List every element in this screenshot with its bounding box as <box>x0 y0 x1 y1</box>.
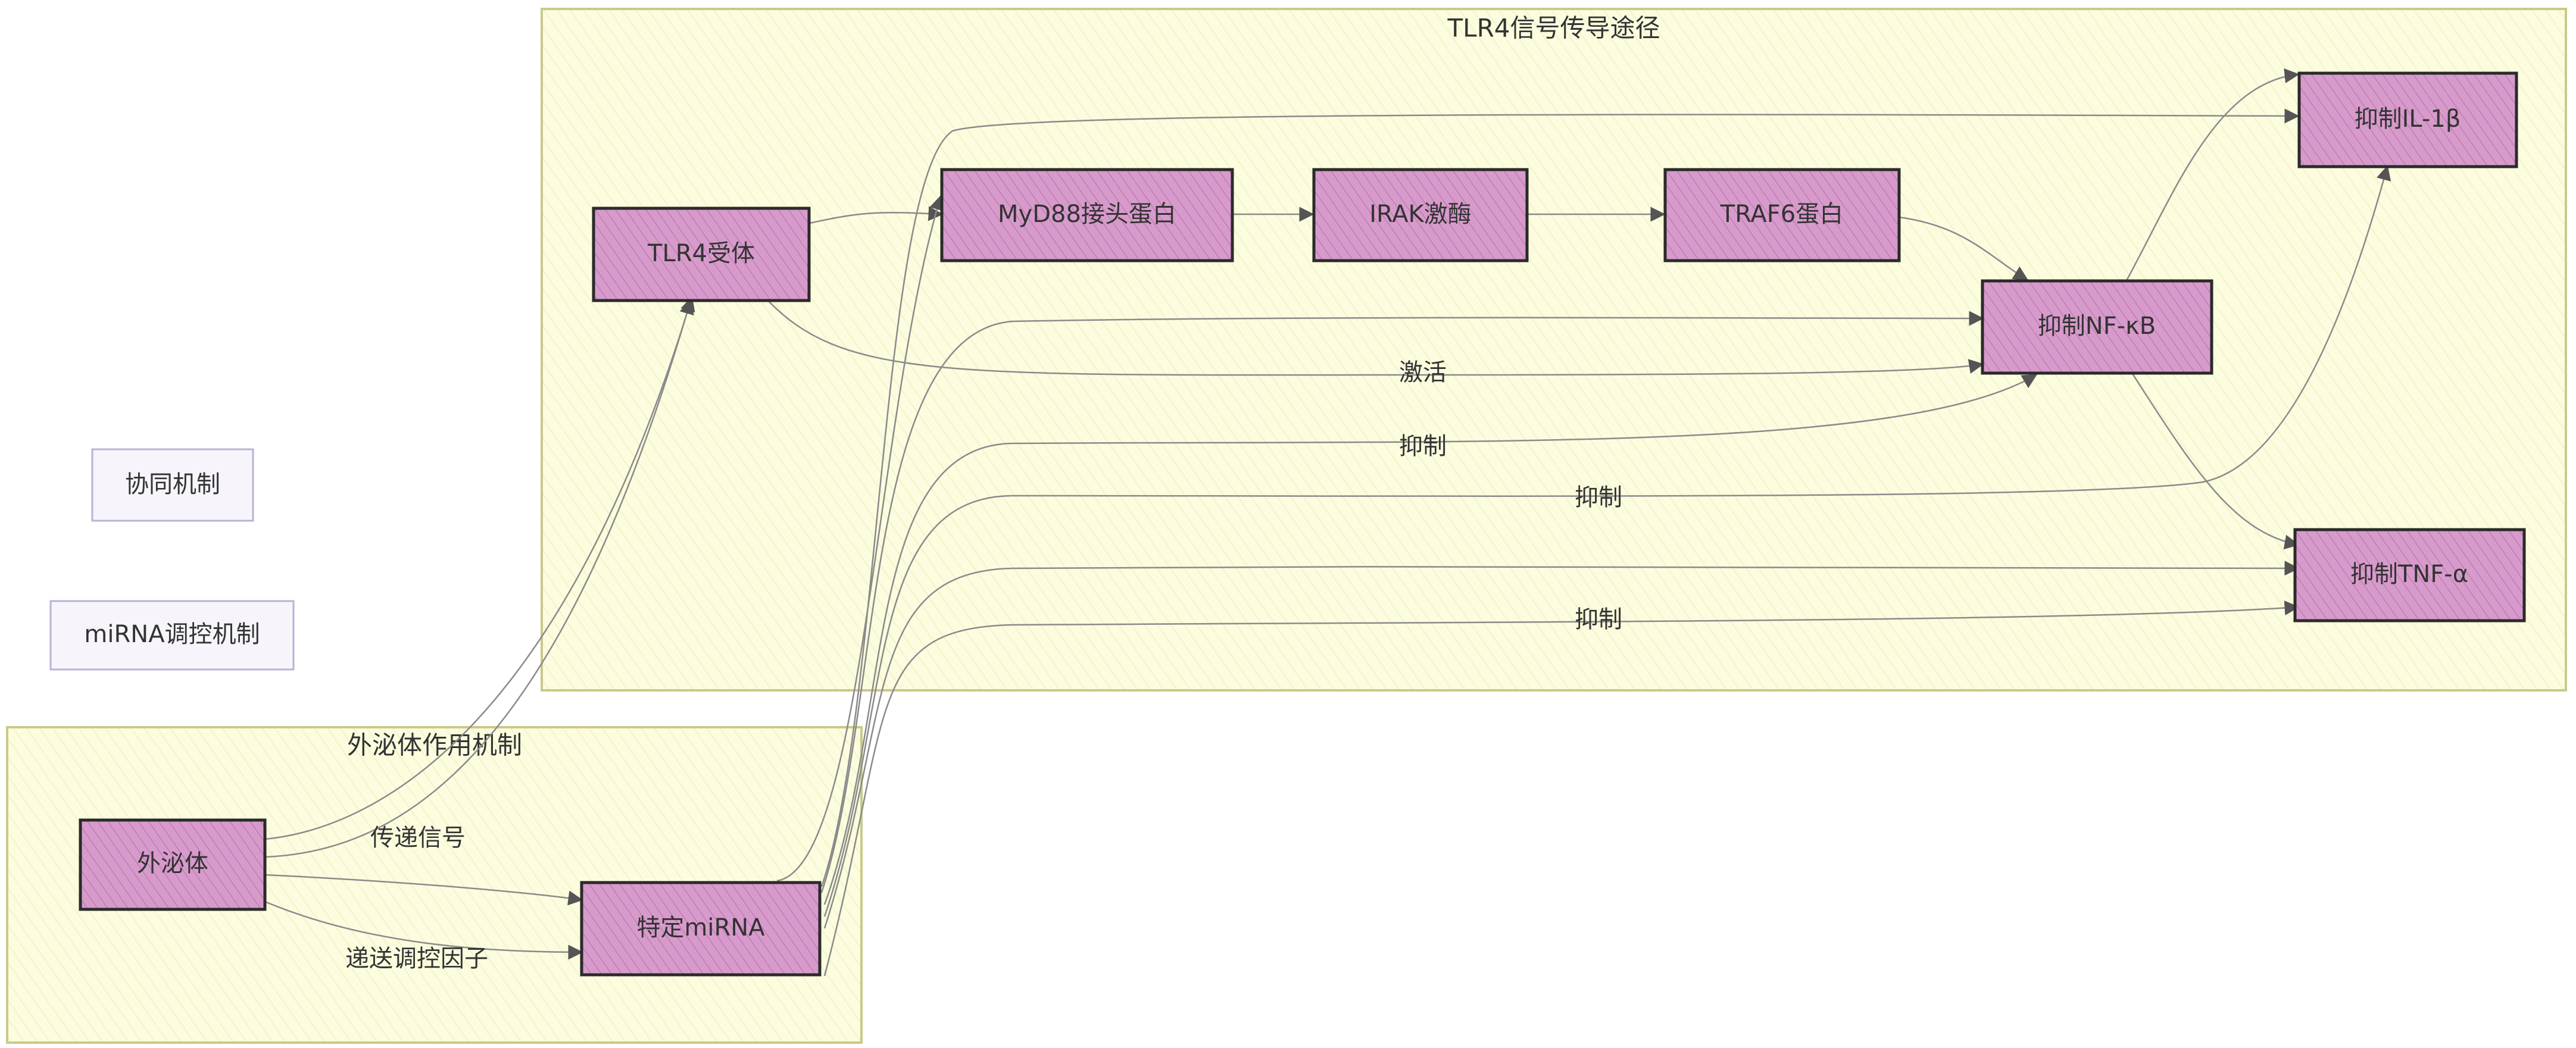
node-tnfa-label: 抑制TNF-α <box>2350 561 2468 588</box>
edge-nfkb-il1b <box>2124 68 2300 283</box>
node-mirna[interactable]: 特定miRNA <box>580 881 822 977</box>
cluster-exosome-title: 外泌体作用机制 <box>347 731 522 760</box>
node-tlr4-label: TLR4受体 <box>647 240 755 267</box>
node-irak[interactable]: IRAK激酶 <box>1312 168 1529 262</box>
edge-mirna-il1b-inhibit <box>823 165 2391 917</box>
edge-mirna-nfkb-inhibit <box>823 374 2038 905</box>
node-exosome-label: 外泌体 <box>137 850 208 877</box>
node-nfkb[interactable]: 抑制NF-κB <box>1981 279 2213 375</box>
legend-synergy-label: 协同机制 <box>125 471 220 498</box>
node-il1b[interactable]: 抑制IL-1β <box>2297 71 2518 168</box>
label-inhibit-1: 抑制 <box>1399 433 1447 460</box>
legend-synergy: 协同机制 <box>91 448 254 522</box>
node-il1b-label: 抑制IL-1β <box>2355 105 2461 133</box>
node-irak-label: IRAK激酶 <box>1369 201 1472 228</box>
node-myd88[interactable]: MyD88接头蛋白 <box>940 168 1234 262</box>
label-deliver-factor: 递送调控因子 <box>345 945 488 972</box>
edge-exosome-mirna-b <box>264 900 583 960</box>
node-exosome[interactable]: 外泌体 <box>79 818 267 911</box>
node-traf6-label: TRAF6蛋白 <box>1720 201 1843 228</box>
edge-nfkb-tnfa <box>2130 371 2300 550</box>
edge-exosome-mirna <box>264 874 583 906</box>
node-mirna-label: 特定miRNA <box>636 914 765 941</box>
edge-traf6-nfkb <box>1899 216 2029 281</box>
node-myd88-label: MyD88接头蛋白 <box>998 201 1176 228</box>
edge-mirna-nfkb-upper <box>820 311 1984 893</box>
legend-mirna-regulation: miRNA调控机制 <box>49 600 295 671</box>
label-transmit-signal: 传递信号 <box>370 824 466 852</box>
edge-exosome-tlr4-a <box>264 296 695 840</box>
edge-exosome-tlr4-b <box>264 299 694 858</box>
label-activate: 激活 <box>1399 359 1447 386</box>
edge-tlr4-nfkb-activate <box>767 300 1984 376</box>
edge-labels: 传递信号 递送调控因子 激活 抑制 抑制 抑制 <box>345 359 1622 972</box>
label-inhibit-3: 抑制 <box>1575 606 1622 633</box>
edges <box>264 68 2391 977</box>
label-inhibit-2: 抑制 <box>1575 484 1622 511</box>
node-tlr4-receptor[interactable]: TLR4受体 <box>592 207 811 302</box>
cluster-tlr4-title: TLR4信号传导途径 <box>1447 14 1660 43</box>
edge-mirna-tnfa-inhibit <box>823 600 2300 977</box>
node-tnfa[interactable]: 抑制TNF-α <box>2293 528 2526 622</box>
cluster-tlr4-pathway: TLR4信号传导途径 <box>541 8 2567 692</box>
legend-mirna-regulation-label: miRNA调控机制 <box>84 621 260 648</box>
node-traf6[interactable]: TRAF6蛋白 <box>1663 168 1901 262</box>
edge-tlr4-myd88 <box>809 206 944 224</box>
edge-mirna-il1b-top <box>820 108 2300 887</box>
node-nfkb-label: 抑制NF-κB <box>2038 312 2156 340</box>
